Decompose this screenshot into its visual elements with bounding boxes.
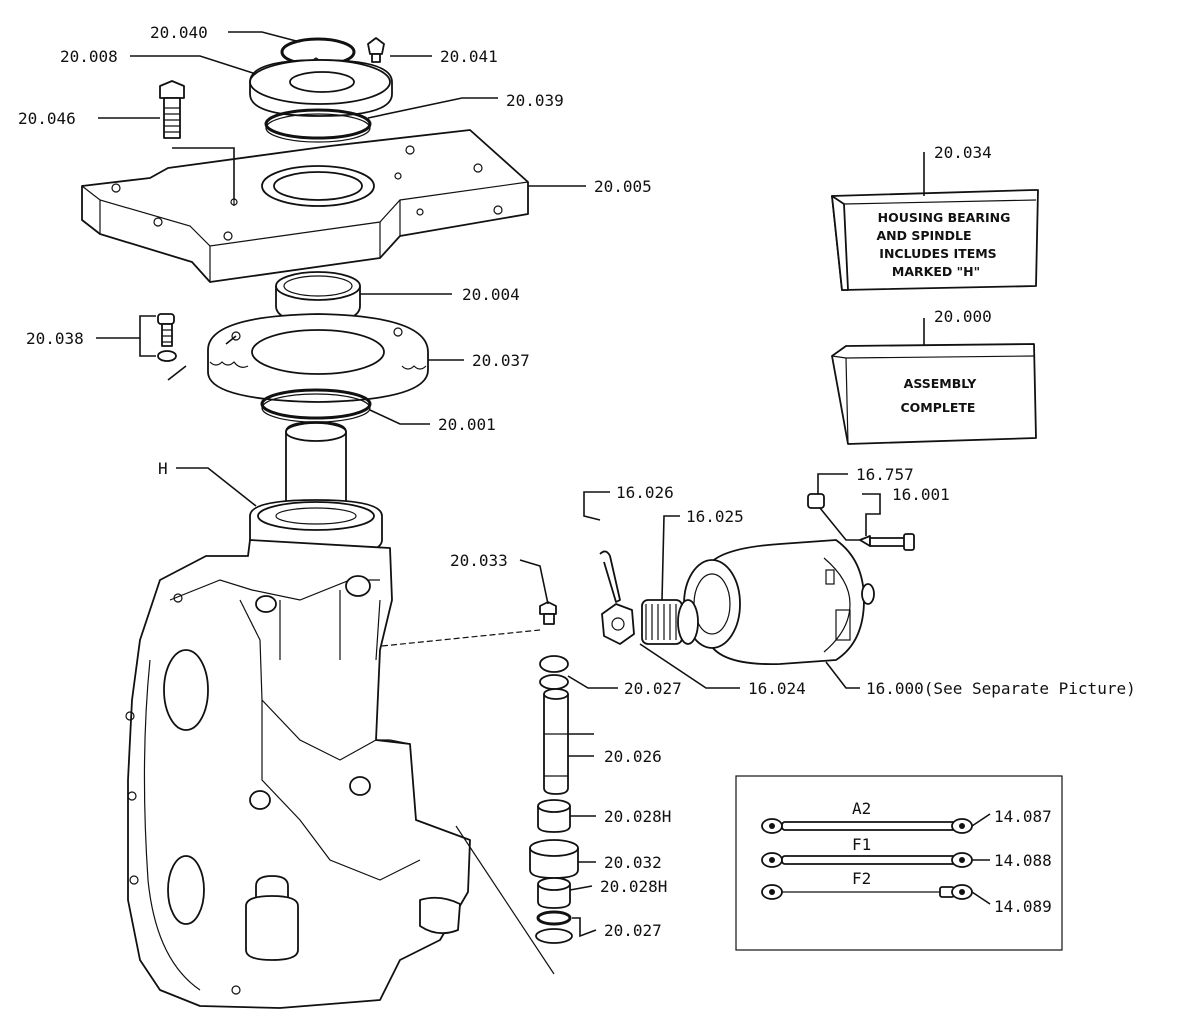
label-14-089: 14.089 <box>994 897 1052 916</box>
spindle-20-026 <box>543 688 569 795</box>
housing-box-line-1: HOUSING BEARING <box>878 210 1011 225</box>
cotter-pin-16-026 <box>599 550 621 603</box>
label-16-024: 16.024 <box>748 679 806 698</box>
housing-h <box>125 421 471 1009</box>
label-20-004: 20.004 <box>462 285 520 304</box>
label-16-757: 16.757 <box>856 465 914 484</box>
strap-f2 <box>761 884 973 900</box>
label-20-008: 20.008 <box>60 47 118 66</box>
washer-20-027-top <box>539 655 569 690</box>
label-20-028h-upper: 20.028H <box>604 807 671 826</box>
strap-f1 <box>761 852 973 868</box>
part-labels: 20.040 20.008 20.041 20.046 20.039 20.00… <box>18 23 1136 940</box>
label-20-027-top: 20.027 <box>624 679 682 698</box>
label-14-088: 14.088 <box>994 851 1052 870</box>
label-20-000: 20.000 <box>934 307 992 326</box>
label-20-026: 20.026 <box>604 747 662 766</box>
label-20-028h-lower: 20.028H <box>600 877 667 896</box>
pinion-gear-16-025 <box>641 599 699 645</box>
washer-20-027-bottom <box>535 910 573 944</box>
strap-label-f2: F2 <box>852 869 871 888</box>
assembly-box-line-2: COMPLETE <box>901 400 976 415</box>
strap-label-f1: F1 <box>852 835 871 854</box>
straps-panel <box>735 775 1063 951</box>
housing-box-line-2: AND SPINDLE <box>876 228 971 243</box>
starter-motor-16-000 <box>683 493 915 666</box>
label-20-005: 20.005 <box>594 177 652 196</box>
housing-box-line-4: MARKED "H" <box>892 264 980 279</box>
mounting-plate-20-005 <box>81 129 529 283</box>
screw-washer-20-038 <box>157 313 177 362</box>
label-h: H <box>158 459 168 478</box>
bushing-20-028h-upper <box>537 799 571 833</box>
bearing-cup-20-004 <box>275 271 361 323</box>
label-14-087: 14.087 <box>994 807 1052 826</box>
seal-ring-20-039 <box>264 108 372 143</box>
bolt-20-046 <box>159 80 185 139</box>
label-20-039: 20.039 <box>506 91 564 110</box>
label-20-032: 20.032 <box>604 853 662 872</box>
spacer-20-032 <box>529 839 579 879</box>
housing-kit-box <box>831 189 1039 291</box>
flange-ring-20-037 <box>207 313 429 403</box>
label-20-034: 20.034 <box>934 143 992 162</box>
strap-label-a2: A2 <box>852 799 871 818</box>
label-20-033: 20.033 <box>450 551 508 570</box>
label-20-037: 20.037 <box>472 351 530 370</box>
label-16-000: 16.000(See Separate Picture) <box>866 679 1136 698</box>
retainer-plate-20-008 <box>249 59 393 117</box>
label-20-041: 20.041 <box>440 47 498 66</box>
castle-nut <box>601 603 635 645</box>
label-20-046: 20.046 <box>18 109 76 128</box>
assembly-box-text: ASSEMBLY COMPLETE <box>901 376 978 415</box>
label-20-040: 20.040 <box>150 23 208 42</box>
label-20-038: 20.038 <box>26 329 84 348</box>
strap-a2 <box>761 818 973 834</box>
grease-nipple-20-041 <box>367 37 385 63</box>
bushing-20-028h-lower <box>537 877 571 909</box>
grease-nipple-20-033 <box>539 601 557 625</box>
label-16-001: 16.001 <box>892 485 950 504</box>
label-16-025: 16.025 <box>686 507 744 526</box>
housing-box-line-3: INCLUDES ITEMS <box>879 246 996 261</box>
label-16-026: 16.026 <box>616 483 674 502</box>
leader-lines <box>96 31 991 975</box>
assembly-box <box>831 343 1037 445</box>
assembly-box-line-1: ASSEMBLY <box>904 376 978 391</box>
label-20-027-bottom: 20.027 <box>604 921 662 940</box>
label-20-001: 20.001 <box>438 415 496 434</box>
housing-box-text: HOUSING BEARING AND SPINDLE INCLUDES ITE… <box>876 210 1010 279</box>
